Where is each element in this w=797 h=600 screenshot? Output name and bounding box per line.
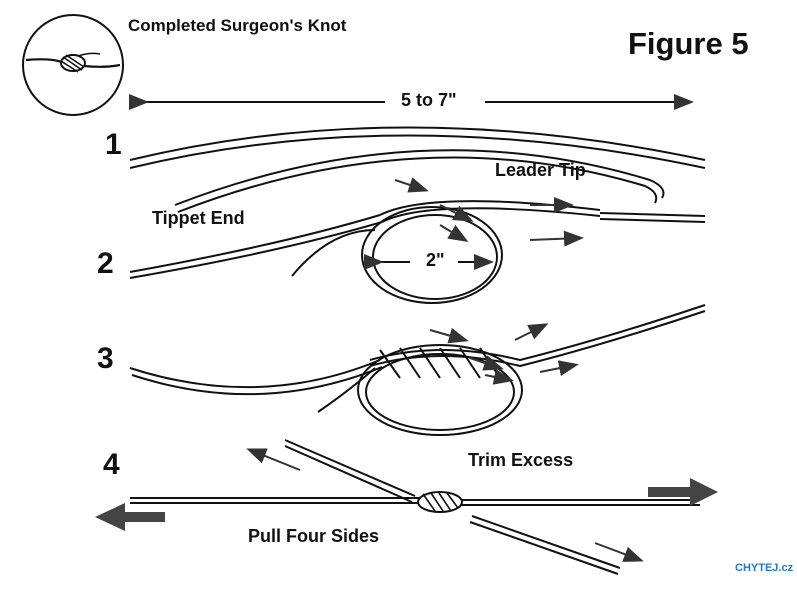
step-number-3: 3	[97, 342, 114, 375]
page-title: Completed Surgeon's Knot	[128, 16, 347, 35]
pull-four-sides-label: Pull Four Sides	[248, 526, 380, 546]
figure-label: Figure 5	[628, 26, 749, 61]
step-2-arrows	[394, 177, 584, 247]
tippet-end-label: Tippet End	[152, 208, 245, 228]
loop-size-label: 2"	[422, 250, 449, 271]
step-3-arrows	[429, 323, 579, 385]
step-4-knot	[130, 439, 700, 575]
leader-tip-label: Leader Tip	[495, 160, 586, 180]
trim-excess-label: Trim Excess	[468, 450, 574, 470]
span-label: 5 to 7"	[395, 90, 463, 111]
site-logo: CHYTEJ.cz	[735, 562, 794, 574]
step-3-knot	[129, 304, 706, 436]
step-number-1: 1	[105, 128, 122, 161]
completed-knot-inset	[22, 14, 124, 116]
step-1-lines	[129, 126, 706, 213]
step-4-arrows	[95, 448, 718, 562]
step-number-2: 2	[97, 247, 114, 280]
step-number-4: 4	[103, 448, 120, 481]
